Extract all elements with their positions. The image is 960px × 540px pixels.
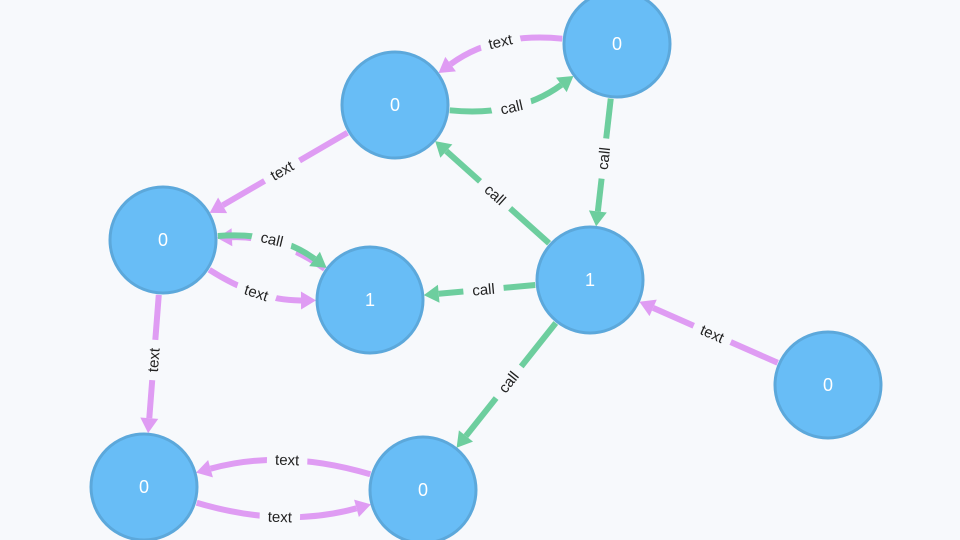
edge-label-group: text [266, 449, 308, 471]
edge-text[interactable]: text [207, 267, 317, 310]
edge-label-background [234, 277, 279, 309]
edge-text[interactable]: text [438, 27, 563, 74]
edge-label-background [462, 277, 505, 302]
node-circle [315, 245, 425, 355]
edge-label-background [249, 225, 294, 254]
edge-label-background [489, 93, 534, 122]
node-circle [773, 330, 883, 440]
edge-call[interactable]: call [423, 277, 536, 303]
graph-node[interactable]: 0 [340, 50, 450, 160]
node-circle [340, 50, 450, 160]
edge-label-group: text [259, 506, 301, 528]
edge-label-group: text [689, 316, 735, 352]
arrowhead-icon [196, 460, 213, 478]
arrowhead-icon [588, 210, 607, 227]
graph-node[interactable]: 1 [315, 245, 425, 355]
graph-node[interactable]: 1 [535, 225, 645, 335]
node-label: 0 [612, 34, 622, 54]
arrowhead-icon [209, 197, 228, 214]
edge-label: text [145, 347, 164, 373]
node-label: 0 [158, 230, 168, 250]
edge-text[interactable]: text [209, 130, 349, 214]
edge-text[interactable]: text [196, 449, 372, 478]
arrowhead-icon [423, 284, 440, 303]
arrowhead-icon [309, 251, 327, 268]
arrowhead-icon [456, 430, 473, 448]
edge-label-group: call [591, 137, 617, 180]
edge-call[interactable]: call [435, 141, 552, 246]
edge-label: call [259, 229, 285, 251]
edge-label-background [591, 137, 617, 180]
edge-label: text [267, 509, 293, 527]
graph-node[interactable]: 0 [89, 432, 199, 540]
graph-node[interactable]: 0 [562, 0, 672, 99]
edge-label-background [488, 360, 530, 405]
edge-label-background [259, 506, 301, 528]
edge-label-group: call [249, 225, 294, 254]
arrowhead-icon [639, 299, 657, 317]
node-label: 0 [139, 477, 149, 497]
node-circle [562, 0, 672, 99]
edge-label-background [266, 449, 308, 471]
edge-label-group: text [259, 151, 305, 190]
edge-label: text [275, 452, 301, 470]
edge-call[interactable]: call [449, 75, 574, 122]
edge-text[interactable]: text [639, 299, 779, 366]
nodes-layer: 0 0 0 1 1 0 0 0 [89, 0, 883, 540]
edge-label-group: text [234, 277, 279, 309]
edge-label-group: call [489, 93, 534, 122]
edge-label-background [473, 173, 517, 216]
edge-label: call [472, 281, 496, 300]
node-label: 1 [365, 290, 375, 310]
arrowhead-icon [556, 75, 574, 93]
edge-label-background [478, 27, 523, 56]
edge-label-background [259, 151, 305, 190]
edge-text[interactable]: text [195, 499, 371, 528]
arrowhead-icon [300, 291, 317, 310]
edge-label-group: text [478, 27, 523, 56]
edge-label-background [689, 316, 735, 352]
edge-label-group: text [142, 339, 166, 381]
arrowhead-icon [140, 417, 159, 434]
edge-label: text [487, 31, 515, 53]
edge-call[interactable]: call [588, 98, 617, 227]
graph-node[interactable]: 0 [108, 185, 218, 295]
node-label: 0 [390, 95, 400, 115]
arrowhead-icon [438, 56, 456, 74]
edges-layer: text call call call text text text call call text… [140, 27, 779, 528]
node-circle [108, 185, 218, 295]
arrowhead-icon [354, 499, 371, 517]
edge-call[interactable]: call [217, 225, 327, 268]
edge-label: call [595, 146, 614, 170]
edge-label-group: call [462, 277, 505, 302]
arrowhead-icon [435, 141, 453, 158]
node-label: 1 [585, 270, 595, 290]
node-circle [535, 225, 645, 335]
node-label: 0 [823, 375, 833, 395]
graph-node[interactable]: 0 [773, 330, 883, 440]
edge-text[interactable]: text [140, 294, 166, 434]
node-circle [89, 432, 199, 540]
node-label: 0 [418, 480, 428, 500]
edge-label: call [499, 97, 525, 119]
node-circle [368, 435, 478, 540]
edge-label-background [142, 339, 166, 381]
graph-node[interactable]: 0 [368, 435, 478, 540]
edge-call[interactable]: call [456, 321, 559, 448]
